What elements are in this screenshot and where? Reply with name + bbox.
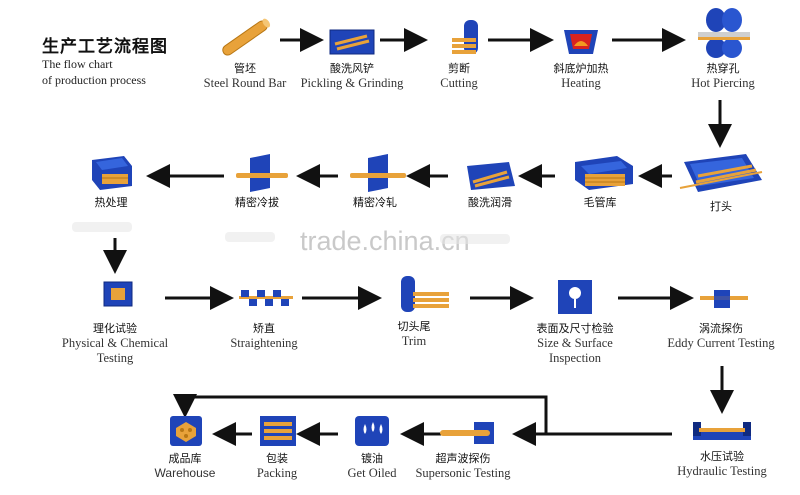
- step-label-en: Cutting: [440, 76, 478, 90]
- step-label-zh: 理化试验: [93, 322, 137, 335]
- step-label-zh: 包装: [266, 452, 288, 465]
- step-label-zh: 热穿孔: [706, 62, 740, 75]
- step-label-zh: 精密冷轧: [353, 196, 397, 209]
- step-precision-cold-rolling: 精密冷轧: [310, 152, 440, 210]
- step-eddy-current-testing: 涡流探伤 Eddy Current Testing: [656, 278, 786, 351]
- lubrication-tank-icon: [445, 152, 535, 192]
- trim-saw-icon: [369, 270, 459, 316]
- step-label-zh: 表面及尺寸检验: [536, 322, 614, 335]
- steel-bar-icon: [200, 18, 290, 58]
- cold-rolling-icon: [330, 152, 420, 192]
- step-size-surface-inspection: 表面及尺寸检验 Size & Surface Inspection: [510, 278, 640, 366]
- step-label-zh: 涡流探伤: [699, 322, 743, 335]
- step-label-en: Packing: [256, 466, 298, 480]
- step-label-en: Physical & Chemical Testing: [61, 336, 169, 365]
- cutting-machine-icon: [414, 18, 504, 58]
- step-label-en: Get Oiled: [347, 466, 397, 480]
- cold-drawing-icon: [212, 152, 302, 192]
- step-straightening: 矫直 Straightening: [199, 278, 329, 351]
- straightener-icon: [219, 278, 309, 318]
- step-label-zh: 毛管库: [583, 196, 617, 209]
- ultrasonic-icon: [418, 414, 508, 448]
- tube-storage-icon: [555, 152, 645, 192]
- step-label-zh: 精密冷拔: [235, 196, 279, 209]
- step-label-zh: 成品库: [168, 452, 202, 465]
- step-pointing: 打头: [656, 148, 786, 214]
- step-label-zh: 剪断: [448, 62, 470, 75]
- inspection-icon: [530, 278, 620, 318]
- step-label-zh: 管坯: [234, 62, 256, 75]
- step-label-en: Size & Surface Inspection: [537, 336, 613, 365]
- step-label-en: Heating: [561, 76, 601, 90]
- subtitle-line-2: of production process: [42, 73, 146, 87]
- step-trim: 切头尾 Trim: [349, 270, 479, 349]
- pointing-machine-icon: [676, 148, 766, 196]
- step-label-zh: 超声波探伤: [435, 452, 491, 465]
- step-label-zh: 镀油: [361, 452, 383, 465]
- step-label-en: Hot Piercing: [691, 76, 755, 90]
- step-hot-piercing: 热穿孔 Hot Piercing: [658, 4, 788, 91]
- page-subtitle: The flow chart of production process: [42, 56, 146, 88]
- step-supersonic-testing: 超声波探伤 Supersonic Testing: [398, 414, 528, 481]
- step-heating: 斜底炉加热 Heating: [516, 18, 646, 91]
- step-pickling-lubrication: 酸洗润滑: [425, 152, 555, 210]
- step-label-en: Trim: [401, 334, 427, 348]
- bundle-icon: [232, 414, 322, 448]
- step-label-en: Warehouse: [154, 466, 216, 480]
- step-label-zh: 切头尾: [397, 320, 431, 333]
- step-label-en: Eddy Current Testing: [667, 336, 775, 350]
- step-physical-chemical-testing: 理化试验 Physical & Chemical Testing: [50, 278, 180, 366]
- blurred-text: [72, 222, 132, 232]
- step-cutting: 剪断 Cutting: [394, 18, 524, 91]
- subtitle-line-1: The flow chart: [42, 57, 113, 71]
- step-label-en: Pickling & Grinding: [300, 76, 404, 90]
- step-packing: 包装 Packing: [212, 414, 342, 481]
- step-heat-treatment: 热处理: [46, 152, 176, 210]
- warehouse-icon: [140, 414, 230, 448]
- step-label-zh: 酸洗风铲: [330, 62, 374, 75]
- step-steel-round-bar: 管坯 Steel Round Bar: [180, 18, 310, 91]
- hydraulic-test-icon: [677, 414, 767, 446]
- step-label-zh: 水压试验: [700, 450, 744, 463]
- furnace-icon: [536, 18, 626, 58]
- eddy-current-icon: [676, 278, 766, 318]
- step-warehouse: 成品库 Warehouse: [120, 414, 250, 481]
- piercing-mill-icon: [678, 4, 768, 58]
- step-label-en: Steel Round Bar: [203, 76, 287, 90]
- oil-drops-icon: [327, 414, 417, 448]
- page-title: 生产工艺流程图: [42, 37, 168, 57]
- step-pickling-grinding: 酸洗风铲 Pickling & Grinding: [287, 18, 417, 91]
- blurred-text: [225, 232, 275, 242]
- step-precision-cold-drawing: 精密冷拔: [192, 152, 322, 210]
- step-label-en: Straightening: [230, 336, 298, 350]
- step-label-en: Hydraulic Testing: [677, 464, 767, 478]
- lab-test-icon: [70, 278, 160, 318]
- step-tube-storage: 毛管库: [535, 152, 665, 210]
- return-arrow: [173, 394, 548, 434]
- heat-treatment-icon: [66, 152, 156, 192]
- step-label-zh: 酸洗润滑: [468, 196, 512, 209]
- step-label-zh: 热处理: [94, 196, 128, 209]
- blurred-text: [440, 234, 510, 244]
- step-label-zh: 矫直: [253, 322, 275, 335]
- step-label-zh: 打头: [710, 200, 732, 213]
- step-label-zh: 斜底炉加热: [553, 62, 609, 75]
- step-get-oiled: 镀油 Get Oiled: [307, 414, 437, 481]
- step-label-en: Supersonic Testing: [415, 466, 511, 480]
- pickling-tank-icon: [307, 18, 397, 58]
- step-hydraulic-testing: 水压试验 Hydraulic Testing: [657, 414, 787, 479]
